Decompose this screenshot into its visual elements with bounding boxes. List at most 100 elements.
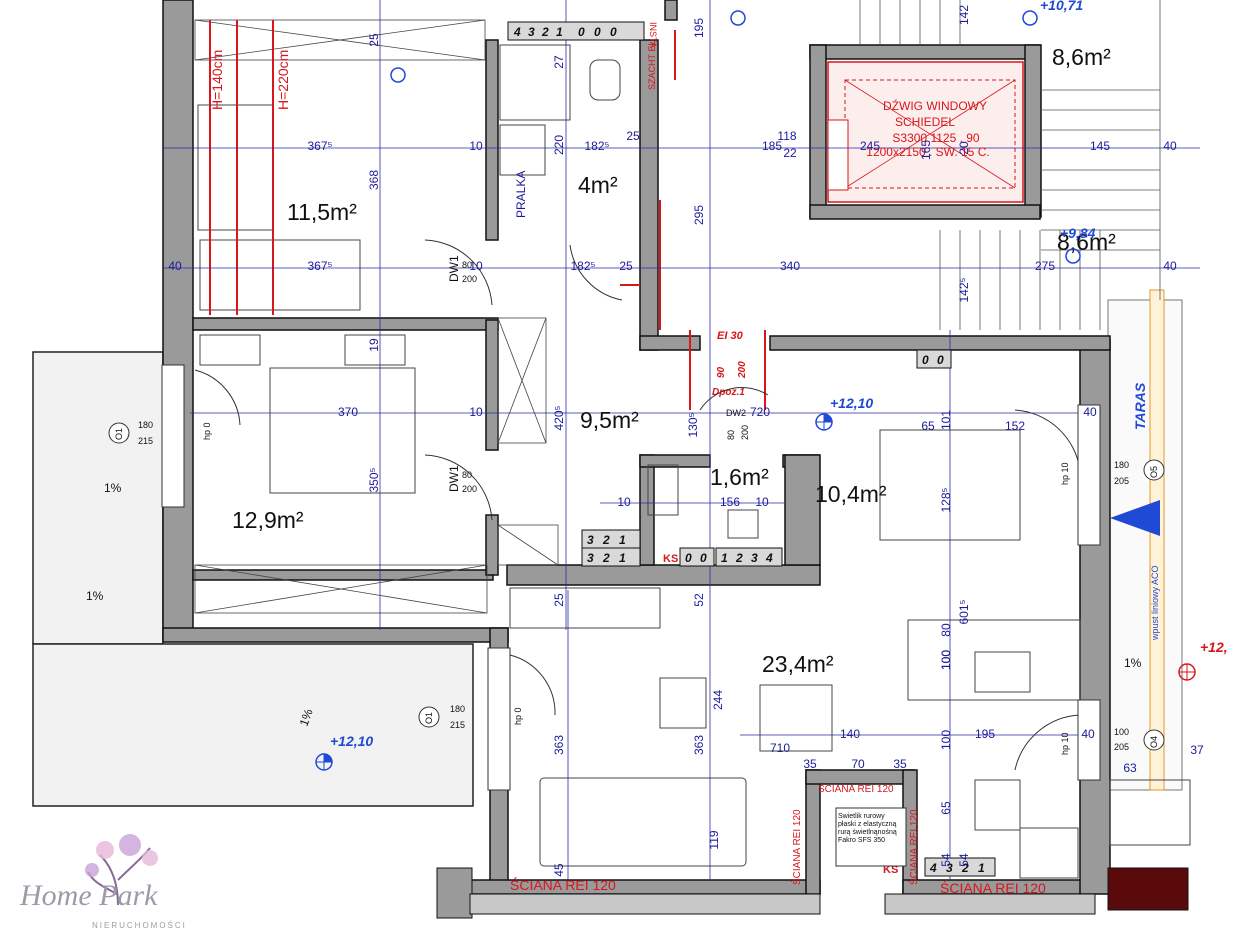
svg-text:0: 0 bbox=[937, 353, 944, 367]
elevator-model: S3300 1125 . 90 bbox=[892, 131, 980, 145]
room-area-stair-upper: 8,6m² bbox=[1052, 44, 1111, 70]
dimension-label: 37 bbox=[1190, 743, 1204, 757]
dimension-label: 195 bbox=[975, 727, 995, 741]
door-code-bathroom: DW1 bbox=[447, 255, 461, 282]
elevator-title: DŹWIG WINDOWY bbox=[883, 98, 987, 113]
window-o4: O4 100 205 hp 10 bbox=[1060, 699, 1165, 781]
dimension-label: 10 bbox=[755, 495, 769, 509]
svg-text:0: 0 bbox=[610, 25, 617, 39]
skylight-note-box bbox=[835, 807, 907, 867]
svg-text:O1: O1 bbox=[114, 428, 124, 440]
door-code-wc: DW2 bbox=[726, 408, 746, 418]
level-marker bbox=[390, 10, 1081, 264]
dimension-label: 340 bbox=[780, 259, 800, 273]
slope-terrace: 1% bbox=[1124, 656, 1142, 670]
svg-text:0: 0 bbox=[922, 353, 929, 367]
dimension-label: 420⁵ bbox=[552, 405, 566, 430]
dimension-label: 35 bbox=[803, 757, 817, 771]
logo-subtitle: NIERUCHOMOŚCI bbox=[92, 921, 187, 930]
door-height-wc: 200 bbox=[740, 425, 750, 440]
dimension-label: 10 bbox=[469, 405, 483, 419]
fire-door-height: 200 bbox=[737, 361, 748, 379]
door-code-bedroom: DW1 bbox=[447, 465, 461, 492]
slope-balcony-lower: 1% bbox=[297, 707, 316, 728]
level-stair-top: +10,71 bbox=[1040, 0, 1083, 13]
dimension-label: 40 bbox=[1081, 727, 1095, 741]
dimension-label: 363 bbox=[552, 735, 566, 755]
dimension-label: 601⁵ bbox=[957, 599, 971, 624]
drain-direction-arrow bbox=[1110, 500, 1160, 536]
dimension-label: 367⁵ bbox=[308, 139, 333, 153]
counter-block-dining: 0 0 bbox=[916, 349, 952, 369]
dimension-label: 40 bbox=[1163, 139, 1177, 153]
elevator-maker: SCHIEDEL bbox=[895, 115, 955, 129]
dimension-lines bbox=[163, 0, 1200, 880]
door-swing bbox=[194, 239, 1081, 771]
svg-text:180: 180 bbox=[1114, 460, 1129, 470]
dimension-label: 156 bbox=[720, 495, 740, 509]
dimension-label: 118 bbox=[777, 129, 796, 143]
dimension-label: 20 bbox=[957, 141, 971, 155]
dimension-label: 128⁵ bbox=[939, 487, 953, 512]
balcony-upper bbox=[32, 351, 164, 645]
svg-text:2: 2 bbox=[961, 861, 969, 875]
room-area-laundry: 4m² bbox=[578, 172, 618, 198]
svg-text:100: 100 bbox=[1114, 727, 1129, 737]
elevator-size: 1200x2150 . SW. 15 C. bbox=[866, 145, 989, 159]
dimension-label: 54 bbox=[957, 853, 971, 867]
dimension-label: 367⁵ bbox=[308, 259, 333, 273]
dimension-label: 63 bbox=[1123, 761, 1137, 775]
dimension-label: 182⁵ bbox=[585, 139, 610, 153]
svg-text:O4: O4 bbox=[1149, 736, 1159, 748]
svg-text:205: 205 bbox=[1114, 742, 1129, 752]
dimension-label: 152 bbox=[1005, 419, 1025, 433]
level-marker-red bbox=[1178, 663, 1196, 681]
svg-text:3: 3 bbox=[587, 551, 594, 565]
dimension-label: 25 bbox=[626, 129, 640, 143]
dimension-label: 25 bbox=[367, 33, 381, 47]
dimension-label: 10 bbox=[617, 495, 631, 509]
svg-text:O1: O1 bbox=[424, 712, 434, 724]
dimension-label: 710 bbox=[770, 741, 790, 755]
elevator-shaft bbox=[827, 61, 1024, 203]
installation-label: INSTA bbox=[648, 22, 658, 48]
svg-text:3: 3 bbox=[587, 533, 594, 547]
svg-text:0: 0 bbox=[685, 551, 692, 565]
svg-text:180: 180 bbox=[450, 704, 465, 714]
level-marker bbox=[815, 413, 833, 431]
dimension-label: 35 bbox=[893, 757, 907, 771]
shaft-label: SZACHT EL. bbox=[647, 38, 657, 90]
dimension-label: 145 bbox=[1090, 139, 1110, 153]
svg-text:3: 3 bbox=[528, 25, 535, 39]
dimension-label: 140 bbox=[840, 727, 860, 741]
svg-text:4: 4 bbox=[765, 551, 773, 565]
dimension-label: 54 bbox=[939, 853, 953, 867]
room-area-bathroom-large: 11,5m² bbox=[287, 199, 357, 225]
room-area-wc: 1,6m² bbox=[710, 464, 769, 490]
svg-text:1: 1 bbox=[721, 551, 728, 565]
fire-wall-label-vertical-right: ŚCIANA REI 120 bbox=[907, 809, 920, 885]
svg-text:4: 4 bbox=[513, 25, 521, 39]
slope-balcony-mid: 1% bbox=[86, 589, 104, 603]
logo-title: Home Park bbox=[19, 879, 158, 912]
dimension-label: 363 bbox=[692, 735, 706, 755]
company-logo: Home Park NIERUCHOMOŚCI bbox=[19, 834, 187, 930]
dimension-label: 19 bbox=[367, 338, 381, 352]
counter-block-hall-b: 3 2 1 bbox=[581, 547, 641, 567]
dimension-label: 25 bbox=[619, 259, 633, 273]
counter-block-wc: 1 2 3 4 bbox=[715, 547, 783, 567]
linear-drain bbox=[1149, 289, 1165, 791]
dimension-label: 130⁵ bbox=[686, 412, 700, 437]
terrace bbox=[1107, 299, 1183, 791]
dimension-label: 101 bbox=[939, 410, 953, 430]
fire-wall-label-vertical-left: ŚCIANA REI 120 bbox=[790, 809, 803, 885]
dimension-label: 40 bbox=[1083, 405, 1097, 419]
fire-wall-label-top: ŚCIANA REI 120 bbox=[818, 782, 894, 795]
fire-door-code: Dpoż.1 bbox=[712, 387, 745, 398]
svg-text:0: 0 bbox=[700, 551, 707, 565]
door-height-bedroom: 200 bbox=[462, 484, 477, 494]
dimension-label: 25 bbox=[552, 593, 566, 607]
svg-text:2: 2 bbox=[735, 551, 743, 565]
svg-text:1: 1 bbox=[619, 533, 626, 547]
